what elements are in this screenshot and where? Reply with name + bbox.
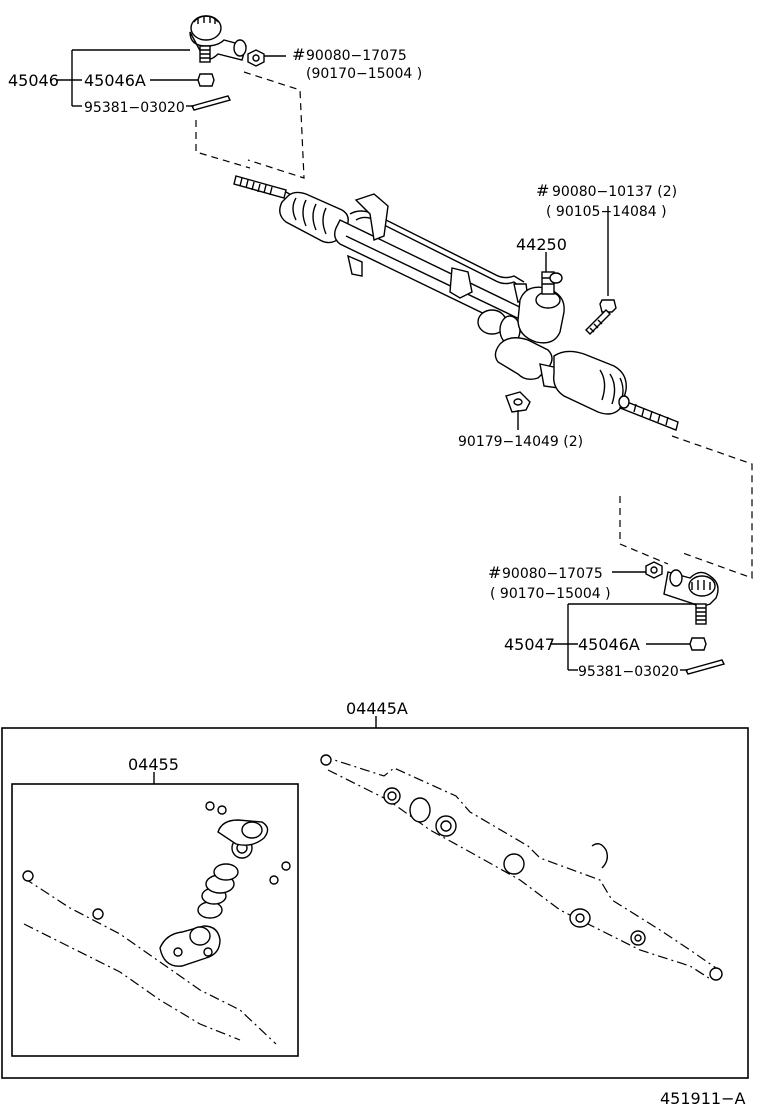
hash-mark-bottom: # bbox=[488, 563, 501, 582]
cotter-pin-bottom bbox=[684, 659, 726, 675]
label-45046: 45046 bbox=[8, 71, 59, 90]
label-90080-10137: 90080−10137 (2) bbox=[552, 184, 677, 200]
kit-box-04445A bbox=[1, 727, 749, 1079]
steering-rack-assembly bbox=[233, 175, 679, 431]
dash-link-bottom-b bbox=[619, 496, 669, 565]
castle-nut-top bbox=[197, 73, 215, 87]
hash-mark-mid: # bbox=[536, 181, 549, 200]
label-04445A: 04445A bbox=[346, 699, 408, 718]
label-95381-bottom: 95381−03020 bbox=[578, 664, 679, 680]
bolt-90080-10137 bbox=[585, 206, 617, 335]
label-45046A-top: 45046A bbox=[84, 71, 146, 90]
label-90080-17075-bottom: 90080−17075 bbox=[502, 566, 603, 582]
label-90179-14049: 90179−14049 (2) bbox=[458, 434, 583, 450]
label-90105-14084: ( 90105−14084 ) bbox=[546, 204, 667, 220]
label-04455: 04455 bbox=[128, 755, 179, 774]
label-45047: 45047 bbox=[504, 635, 555, 654]
label-90080-17075-top: 90080−17075 bbox=[306, 48, 407, 64]
label-95381-top: 95381−03020 bbox=[84, 100, 185, 116]
drawing-number: 451911−A bbox=[660, 1089, 745, 1108]
castle-nut-bottom bbox=[689, 637, 707, 651]
dash-link-top-b bbox=[195, 120, 251, 169]
nut-bottom bbox=[645, 561, 663, 579]
label-44250: 44250 bbox=[516, 235, 567, 254]
tie-rod-end-right bbox=[663, 569, 719, 625]
cotter-pin-top bbox=[190, 95, 232, 111]
hash-mark-top: # bbox=[292, 45, 305, 64]
dash-link-bottom-a bbox=[671, 435, 753, 579]
dash-link-top-a bbox=[243, 71, 305, 179]
label-45046A-bottom: 45046A bbox=[578, 635, 640, 654]
gasket-kit-04445A-drawing bbox=[320, 754, 723, 981]
gasket-kit-04455-drawing bbox=[22, 801, 291, 1045]
nut-top bbox=[247, 49, 265, 67]
grommet-90179-14049 bbox=[505, 391, 531, 430]
kit-box-04455 bbox=[11, 783, 299, 1057]
tie-rod-end-left bbox=[189, 15, 247, 63]
label-90170-15004-top: (90170−15004 ) bbox=[306, 66, 422, 82]
label-90170-15004-bottom: ( 90170−15004 ) bbox=[490, 586, 611, 602]
